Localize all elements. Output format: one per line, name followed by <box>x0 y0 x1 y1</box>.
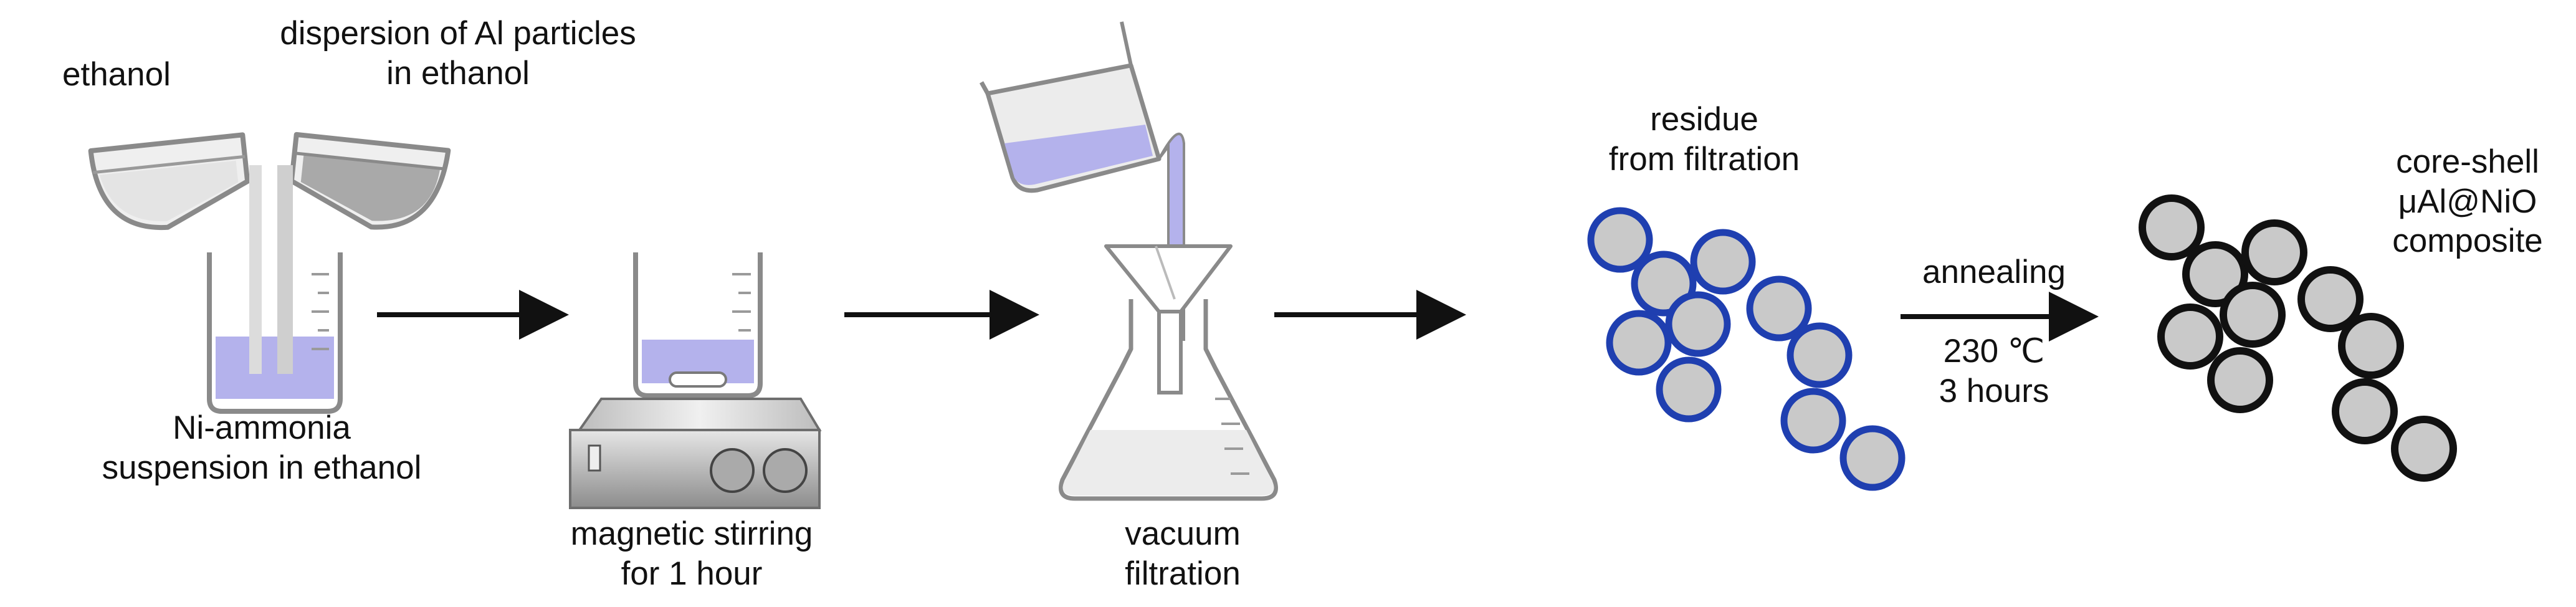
product-particle <box>2338 313 2404 379</box>
label-ethanol: ethanol <box>62 55 171 95</box>
label-residue-line2: from filtration <box>1608 140 1800 178</box>
funnel <box>1104 244 1233 394</box>
label-product-line1: core-shell <box>2396 143 2539 180</box>
label-product-line2: μAl@NiO <box>2398 183 2537 220</box>
product-particle <box>2139 194 2205 260</box>
label-magnetic-stirring-line1: magnetic stirring <box>570 515 813 552</box>
residue-particle <box>1690 229 1756 295</box>
al-dispersion-beaker <box>289 131 451 230</box>
pouring-beaker <box>979 21 1162 193</box>
residue-particle <box>1665 291 1731 357</box>
label-vacuum-filtration-line2: filtration <box>1125 555 1241 592</box>
stirrer-setup <box>569 252 822 509</box>
ethanol-beaker <box>88 132 250 231</box>
product-particle <box>2297 266 2364 332</box>
label-vacuum-filtration: vacuum filtration <box>1125 514 1241 593</box>
stir-bar <box>669 371 727 388</box>
product-particle <box>2391 416 2457 482</box>
residue-particle <box>1606 310 1672 376</box>
mixing-setup <box>88 131 451 414</box>
label-ni-ammonia: Ni-ammonia suspension in ethanol <box>102 408 422 487</box>
erlenmeyer-flask <box>1059 299 1278 501</box>
label-ethanol-text: ethanol <box>62 56 171 93</box>
label-al-dispersion-line2: in ethanol <box>386 54 530 92</box>
label-ni-ammonia-line2: suspension in ethanol <box>102 449 422 486</box>
product-particle <box>2332 378 2398 444</box>
residue-particle <box>1587 207 1653 273</box>
residue-particle <box>1656 356 1722 423</box>
label-residue: residue from filtration <box>1609 100 1800 179</box>
residue-particles <box>1587 207 1906 491</box>
product-particle <box>2157 304 2223 370</box>
label-annealing-text: annealing <box>1922 254 2066 290</box>
knob-2 <box>763 448 808 493</box>
label-residue-line1: residue <box>1650 101 1758 138</box>
ethanol-stream <box>249 165 262 374</box>
label-annealing: annealing <box>1922 252 2066 292</box>
product-particle <box>2207 347 2273 413</box>
knob-1 <box>710 448 755 493</box>
product-particle <box>2220 282 2286 348</box>
residue-particle <box>1839 425 1906 491</box>
label-product-line3: composite <box>2392 222 2543 260</box>
product-particles <box>2139 194 2457 482</box>
label-al-dispersion: dispersion of Al particles in ethanol <box>280 14 636 93</box>
filtration-setup <box>979 21 1278 501</box>
label-temperature: 230 ℃ <box>1943 333 2045 370</box>
product-particle <box>2241 219 2307 285</box>
label-ni-ammonia-line1: Ni-ammonia <box>173 409 351 446</box>
hot-plate <box>569 398 822 509</box>
label-magnetic-stirring: magnetic stirring for 1 hour <box>571 514 813 593</box>
residue-particle <box>1746 275 1812 342</box>
label-al-dispersion-line1: dispersion of Al particles <box>280 15 636 52</box>
stirring-beaker <box>633 252 763 398</box>
label-annealing-conditions: 230 ℃ 3 hours <box>1939 332 2049 411</box>
label-vacuum-filtration-line1: vacuum <box>1125 515 1241 552</box>
residue-particle <box>1780 388 1846 454</box>
label-core-shell-product: core-shell μAl@NiO composite <box>2392 142 2543 261</box>
dispersion-stream <box>277 165 293 374</box>
product-particle <box>2182 241 2248 307</box>
label-magnetic-stirring-line2: for 1 hour <box>621 555 763 592</box>
residue-particle <box>1787 322 1853 388</box>
lower-beaker <box>207 252 343 414</box>
label-duration: 3 hours <box>1939 372 2049 409</box>
